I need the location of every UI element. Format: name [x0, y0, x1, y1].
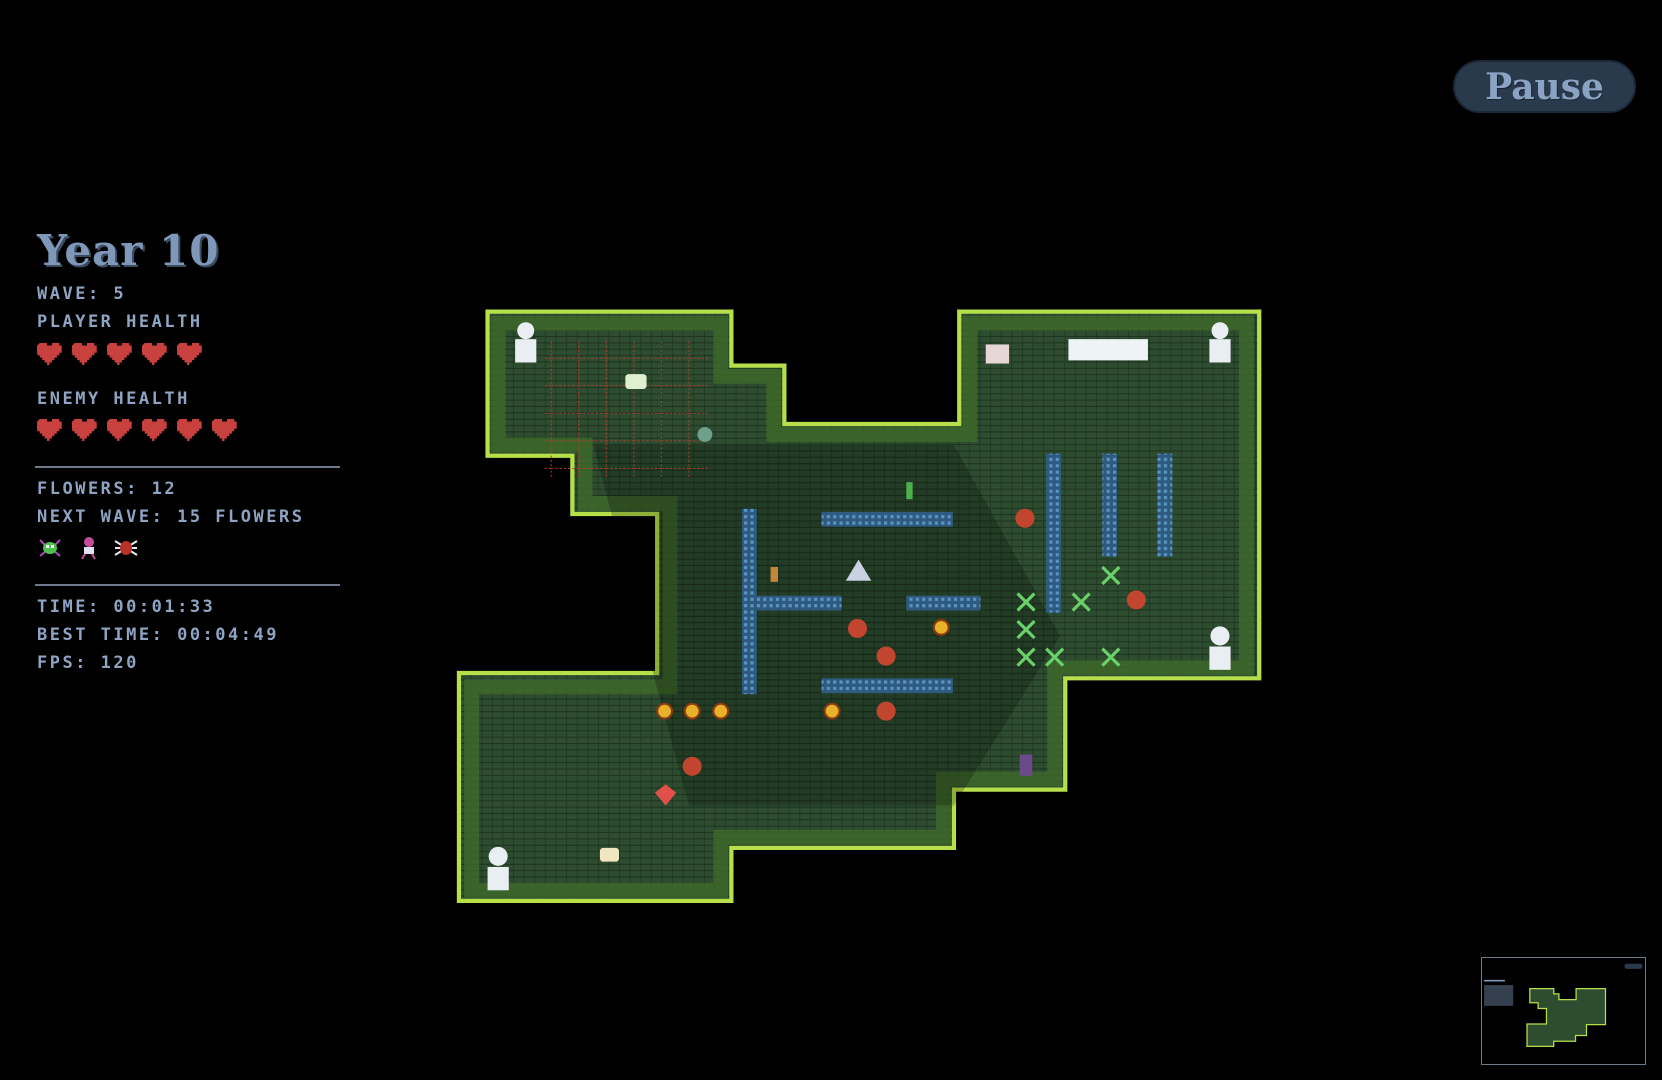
minimap-view: [1484, 963, 1643, 1048]
heart-icon: [142, 343, 167, 365]
heart-icon: [177, 343, 202, 365]
heart-pickup: [655, 784, 677, 806]
minimap[interactable]: [1481, 957, 1646, 1065]
heart-icon: [37, 419, 62, 441]
heart-icon: [72, 343, 97, 365]
spider-web: [845, 559, 872, 581]
crate: [985, 344, 1010, 364]
heart-icon: [37, 343, 62, 365]
next-wave-enemies: [37, 536, 139, 560]
heart-icon: [212, 419, 237, 441]
elapsed-time: TIME: 00:01:33: [37, 597, 216, 617]
seed-pickup: [599, 847, 620, 862]
player-health-label: PLAYER HEALTH: [37, 312, 203, 332]
year-title: Year 10: [37, 226, 220, 275]
enemy-health-label: ENEMY HEALTH: [37, 389, 190, 409]
bench: [1068, 339, 1148, 361]
spider-enemy-icon: [114, 540, 138, 556]
placement-grid: [542, 339, 709, 477]
seed-pickup: [625, 374, 647, 389]
heart-icon: [177, 419, 202, 441]
player-character: [1019, 754, 1033, 776]
pause-button[interactable]: Pause: [1453, 60, 1636, 113]
sunflower-enemies: [656, 618, 950, 720]
heart-icon: [107, 343, 132, 365]
weed-plants: [1016, 565, 1121, 667]
statues: [487, 322, 1231, 891]
heart-icon: [72, 419, 97, 441]
player-hearts: [37, 343, 202, 365]
red-flower-enemies: [682, 508, 1146, 776]
hud-divider: [35, 584, 340, 586]
wave-counter: WAVE: 5: [37, 284, 127, 304]
next-wave-requirement: NEXT WAVE: 15 FLOWERS: [37, 507, 305, 527]
heart-icon: [142, 419, 167, 441]
beetle-enemy: [697, 427, 713, 442]
carrot: [770, 567, 779, 582]
enemy-hearts: [37, 419, 237, 441]
heart-icon: [107, 419, 132, 441]
beetle-enemy-icon: [39, 539, 61, 557]
fps-counter: FPS: 120: [37, 653, 139, 673]
imp-enemy-icon: [81, 537, 96, 560]
sprout: [906, 482, 913, 500]
best-time: BEST TIME: 00:04:49: [37, 625, 279, 645]
flowers-count: FLOWERS: 12: [37, 479, 178, 499]
hud-divider: [35, 466, 340, 468]
water-channels: [741, 453, 1173, 695]
